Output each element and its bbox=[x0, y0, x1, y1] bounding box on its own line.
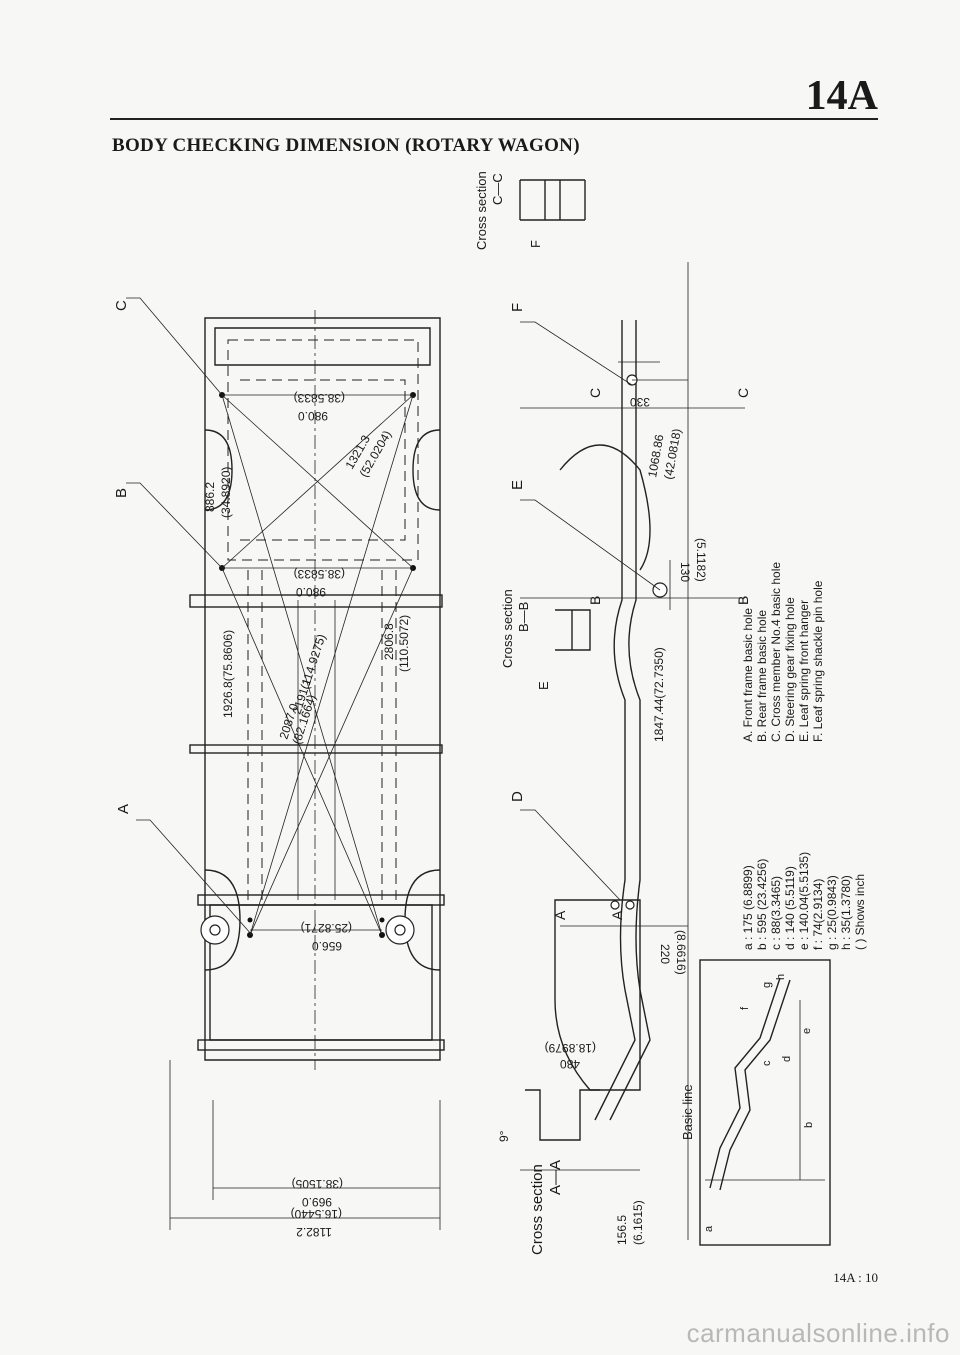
legend-ref-c: C. Cross member No.4 basic hole bbox=[769, 562, 783, 742]
section-c-ref-f: F bbox=[528, 240, 543, 248]
dim-130-inch: (5.1182) bbox=[694, 538, 708, 582]
dim-886-inch: (34.8920) bbox=[219, 467, 233, 518]
dim-980-a: 980.0 bbox=[298, 409, 328, 423]
dim-480: 480 bbox=[560, 1057, 580, 1071]
detail-letter-g: g bbox=[761, 982, 773, 988]
dim-969-inch: (38.1505) bbox=[292, 1177, 343, 1191]
legend-dim-e: e : 140.04(5.5135) bbox=[797, 852, 811, 950]
legend-ref-d: D. Steering gear fixing hole bbox=[783, 597, 797, 742]
dim-2191-inch: (114.9275) bbox=[298, 632, 329, 691]
section-mark-b-right: B bbox=[735, 596, 751, 605]
section-b-ref-e: E bbox=[536, 681, 551, 690]
dim-2806: 2806.8 bbox=[382, 623, 396, 660]
ref-label-e: E bbox=[509, 480, 526, 490]
legend-ref-e: E. Leaf spring front hanger bbox=[797, 600, 811, 742]
dim-980-b-inch: (38.5833) bbox=[294, 567, 345, 581]
rear-wheel-arch-right bbox=[412, 429, 441, 511]
basic-line-detail: Basic line a b c d e f g h bbox=[680, 959, 831, 1246]
dimension-legend: a : 175 (6.8899) b : 595 (23.4256) c : 8… bbox=[741, 852, 867, 950]
dim-980-a-inch: (38.5833) bbox=[294, 391, 345, 405]
section-c-label: C—C bbox=[490, 173, 505, 205]
section-mark-c-left: C bbox=[587, 388, 603, 398]
dim-156: 156.5 bbox=[615, 1215, 629, 1245]
cross-section-a-a: Cross section A—A 9° 480 (18.8979) 156.5… bbox=[497, 1041, 645, 1255]
footer-page-ref: 14A : 10 bbox=[833, 1270, 878, 1285]
reference-legend: A. Front frame basic hole B. Rear frame … bbox=[741, 562, 825, 742]
cross-section-c-c: Cross section C—C F bbox=[474, 171, 586, 250]
detail-letter-a: a bbox=[703, 1225, 715, 1232]
legend-dim-c: c : 88(3.3465) bbox=[769, 876, 783, 950]
section-mark-a-right: A bbox=[609, 910, 625, 920]
dim-2806-inch: (110.5072) bbox=[397, 615, 411, 672]
detail-letter-c: c bbox=[761, 1060, 773, 1066]
cross-section-b-b: Cross section B—B E bbox=[500, 589, 591, 690]
legend-ref-b: B. Rear frame basic hole bbox=[755, 610, 769, 742]
legend-dim-a: a : 175 (6.8899) bbox=[741, 865, 755, 950]
section-a-title: Cross section bbox=[529, 1164, 546, 1255]
dim-156-inch: (6.1615) bbox=[631, 1200, 645, 1245]
detail-letter-e: e bbox=[801, 1028, 813, 1034]
ref-label-c: C bbox=[113, 300, 130, 311]
basic-line-label: Basic line bbox=[680, 1084, 695, 1140]
side-view bbox=[520, 262, 745, 1240]
cross-member-rear bbox=[189, 594, 443, 608]
dim-656-inch: (25.8271) bbox=[301, 921, 352, 935]
section-mark-a-left: A bbox=[552, 910, 568, 920]
dim-220-inch: (8.6616) bbox=[674, 930, 688, 975]
legend-dim-h: h : 35(1.3780) bbox=[839, 875, 853, 950]
section-mark-c-right: C bbox=[735, 388, 751, 398]
frame-side-profile bbox=[609, 320, 651, 1121]
detail-letter-d: d bbox=[781, 1056, 793, 1062]
dim-1847: 1847.44(72.7350) bbox=[652, 647, 666, 742]
section-a-label: A—A bbox=[547, 1160, 564, 1195]
legend-dim-f: f : 74(2.9134) bbox=[811, 879, 825, 950]
ref-label-a: A bbox=[115, 804, 132, 814]
dim-220: 220 bbox=[658, 944, 672, 964]
detail-letter-f: f bbox=[739, 1006, 751, 1010]
rear-wheel-arch-left bbox=[204, 429, 233, 511]
legend-inch-note: ( ) Shows inch bbox=[853, 874, 867, 950]
dim-969: 969.0 bbox=[302, 1195, 332, 1209]
page-title: BODY CHECKING DIMENSION (ROTARY WAGON) bbox=[112, 135, 580, 156]
plan-dimensions: 980.0 (38.5833) 886.2 (34.8920) 1321.3 (… bbox=[203, 391, 411, 1239]
plan-view bbox=[126, 297, 445, 1230]
section-markers: C C B B A A bbox=[552, 388, 751, 920]
ref-label-f: F bbox=[509, 303, 526, 312]
dim-1182: 1182.2 bbox=[296, 1225, 332, 1239]
legend-dim-b: b : 595 (23.4256) bbox=[755, 859, 769, 950]
section-b-label: B—B bbox=[516, 602, 531, 632]
header-rule bbox=[110, 118, 878, 120]
dim-1068-inch: (42.0818) bbox=[661, 427, 684, 480]
ref-label-d: D bbox=[509, 791, 526, 802]
ref-label-b: B bbox=[113, 488, 130, 498]
legend-ref-a: A. Front frame basic hole bbox=[741, 608, 755, 742]
section-mark-b-left: B bbox=[587, 596, 603, 605]
dim-980-b: 980.0 bbox=[296, 585, 326, 599]
dim-656: 656.0 bbox=[312, 939, 342, 953]
detail-letter-h: h bbox=[775, 974, 787, 980]
plan-body-outline bbox=[204, 317, 441, 1061]
dim-886: 886.2 bbox=[203, 482, 217, 512]
legend-dim-d: d : 140 (5.5119) bbox=[783, 866, 797, 950]
legend-ref-f: F. Leaf spring shackle pin hole bbox=[811, 580, 825, 742]
dim-130: 130 bbox=[678, 562, 692, 582]
cross-member-mid bbox=[189, 744, 443, 754]
page-number: 14A bbox=[805, 73, 878, 119]
legend-dim-g: g : 25(0.9843) bbox=[825, 875, 839, 950]
dim-1926: 1926.8(75.8606) bbox=[221, 630, 235, 718]
section-c-title: Cross section bbox=[474, 171, 489, 250]
dim-480-inch: (18.8979) bbox=[545, 1041, 596, 1055]
dim-330: 330 bbox=[630, 395, 650, 409]
watermark: carmanualsonline.info bbox=[686, 1318, 950, 1348]
section-b-title: Cross section bbox=[500, 589, 515, 668]
dim-9-deg: 9° bbox=[497, 1130, 511, 1142]
dim-1182-inch: (16.5440) bbox=[291, 1207, 342, 1221]
detail-letter-b: b bbox=[803, 1122, 815, 1128]
side-dimensions: 330 1068.86 (42.0818) 130 (5.1182) 1847.… bbox=[630, 395, 708, 975]
